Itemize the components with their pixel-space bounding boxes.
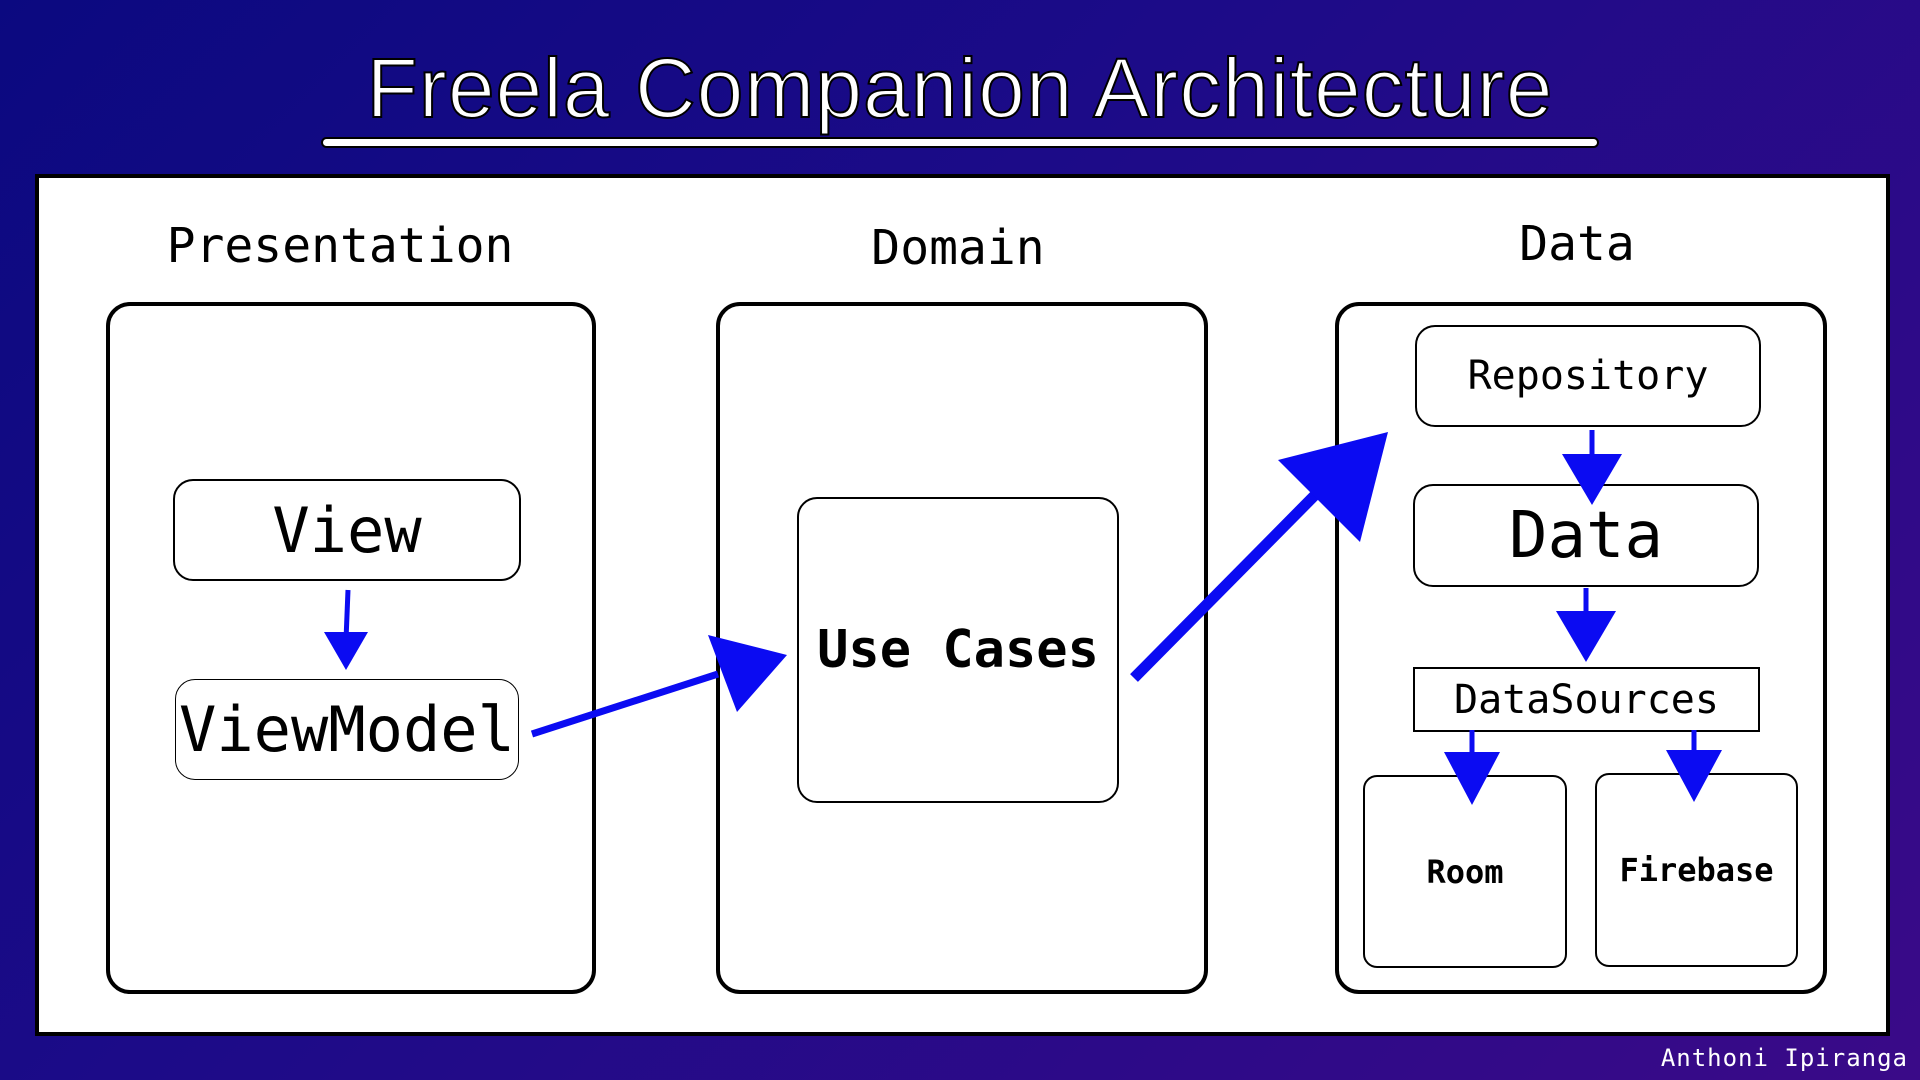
- room-node: Room: [1363, 775, 1567, 968]
- viewmodel-node: ViewModel: [175, 679, 519, 780]
- datasources-node: DataSources: [1413, 667, 1760, 732]
- title-underline: [323, 139, 1597, 146]
- data-layer-title: Data: [1519, 216, 1635, 272]
- presentation-layer-title: Presentation: [166, 218, 514, 274]
- diagram-title: Freela Companion Architecture: [366, 40, 1554, 136]
- author-credit: Anthoni Ipiranga: [1660, 1044, 1908, 1072]
- presentation-layer-box: [106, 302, 596, 994]
- firebase-node: Firebase: [1595, 773, 1798, 967]
- data-node: Data: [1413, 484, 1759, 587]
- repository-node: Repository: [1415, 325, 1761, 427]
- view-node: View: [173, 479, 521, 581]
- domain-layer-title: Domain: [871, 220, 1045, 276]
- use-cases-node: Use Cases: [797, 497, 1119, 803]
